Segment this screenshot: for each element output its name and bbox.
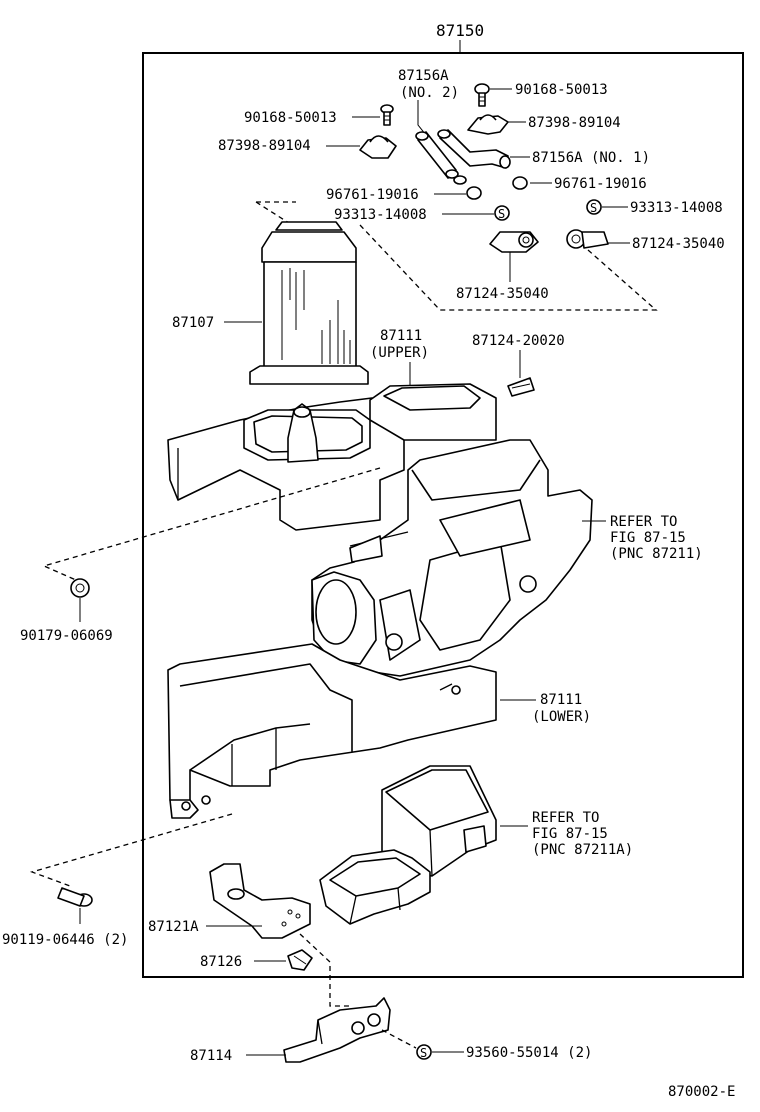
clamp-87398-right xyxy=(467,114,509,135)
refer1-line1: REFER TO xyxy=(610,514,677,530)
assembly-frame xyxy=(142,52,744,978)
s-marker-93313-right: S xyxy=(586,199,602,215)
clip-87124-20020 xyxy=(507,377,535,397)
label-87126: 87126 xyxy=(200,954,242,970)
label-87124-35040-bottom: 87124-35040 xyxy=(456,286,549,302)
label-87398-left: 87398-89104 xyxy=(218,138,311,154)
bracket-87121a xyxy=(209,863,311,939)
s-marker-93560: S xyxy=(416,1044,432,1060)
label-87111-lower: 87111 xyxy=(540,692,582,708)
nut-90179 xyxy=(70,578,90,598)
label-87156a-no1: 87156A (NO. 1) xyxy=(532,150,650,166)
label-87156a-no2-sub: (NO. 2) xyxy=(400,85,459,101)
label-87124-35040-right: 87124-35040 xyxy=(632,236,725,252)
svg-text:S: S xyxy=(498,207,505,221)
label-90179: 90179-06069 xyxy=(20,628,113,644)
label-93313-right: 93313-14008 xyxy=(630,200,723,216)
blower-housing xyxy=(311,439,593,677)
label-90168-right: 90168-50013 xyxy=(515,82,608,98)
clamp-87124-35040-right xyxy=(566,229,609,249)
label-96761-left: 96761-19016 xyxy=(326,187,419,203)
assembly-number: 87150 xyxy=(436,21,484,40)
o-ring-96761-left xyxy=(466,186,482,200)
refer2-line3: (PNC 87211A) xyxy=(532,842,633,858)
label-96761-right: 96761-19016 xyxy=(554,176,647,192)
clamp-87124-35040-left xyxy=(489,231,539,253)
screw-90168-left xyxy=(380,104,394,126)
duct-lower-refer2 xyxy=(319,849,431,925)
pipe-87156a-no2 xyxy=(415,131,459,179)
figure-code: 870002-E xyxy=(668,1084,735,1100)
svg-text:S: S xyxy=(590,201,597,215)
label-87114: 87114 xyxy=(190,1048,232,1064)
heater-case-upper-87111 xyxy=(167,383,497,531)
heater-core-87107 xyxy=(249,221,369,385)
s-marker-93313-left: S xyxy=(494,205,510,221)
label-87121a: 87121A xyxy=(148,919,199,935)
refer1-line2: FIG 87-15 xyxy=(610,530,686,546)
label-93313-left: 93313-14008 xyxy=(334,207,427,223)
label-87111-lower-sub: (LOWER) xyxy=(532,709,591,725)
label-90119: 90119-06446 (2) xyxy=(2,932,128,948)
label-87111-upper-sub: (UPPER) xyxy=(370,345,429,361)
refer1-line3: (PNC 87211) xyxy=(610,546,703,562)
label-93560: 93560-55014 (2) xyxy=(466,1045,592,1061)
clip-87126 xyxy=(287,949,313,971)
bolt-90119 xyxy=(57,887,93,907)
bracket-87114 xyxy=(283,997,391,1063)
label-87124-20020: 87124-20020 xyxy=(472,333,565,349)
clamp-87398-left xyxy=(359,135,397,159)
heater-case-lower-87111 xyxy=(167,643,497,819)
screw-90168-right xyxy=(474,83,490,107)
label-87398-right: 87398-89104 xyxy=(528,115,621,131)
o-ring-96761-right xyxy=(512,176,528,190)
pipe-87156a-no1 xyxy=(437,129,511,185)
label-87111-upper: 87111 xyxy=(380,328,422,344)
label-87107: 87107 xyxy=(172,315,214,331)
label-90168-left: 90168-50013 xyxy=(244,110,337,126)
label-87156a-no2: 87156A xyxy=(398,68,449,84)
refer2-line1: REFER TO xyxy=(532,810,599,826)
svg-text:S: S xyxy=(420,1046,427,1060)
refer2-line2: FIG 87-15 xyxy=(532,826,608,842)
